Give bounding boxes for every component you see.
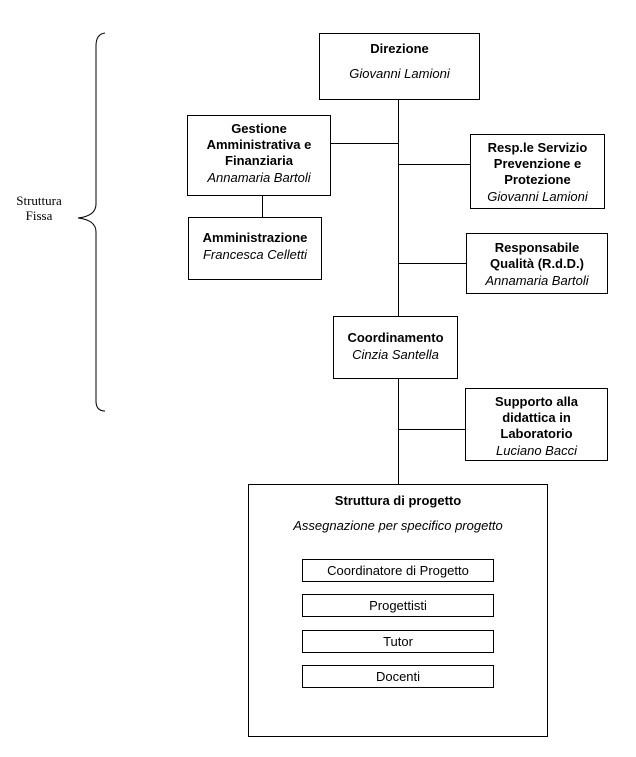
- org-box-struttura-di-progetto: Struttura di progetto Assegnazione per s…: [248, 484, 548, 737]
- org-box-direzione: Direzione Giovanni Lamioni: [319, 33, 480, 100]
- struttura-fissa-label: Struttura Fissa: [0, 193, 78, 223]
- box-title: Struttura di progetto: [334, 493, 462, 508]
- struttura-fissa-line1: Struttura: [16, 193, 62, 208]
- role-box-progettisti: Progettisti: [302, 594, 494, 617]
- org-box-amministrazione: Amministrazione Francesca Celletti: [188, 217, 322, 280]
- box-person: Annamaria Bartoli: [485, 273, 589, 288]
- org-box-servizio-prevenzione: Resp.le Servizio Prevenzione e Protezion…: [470, 134, 605, 209]
- role-box-tutor: Tutor: [302, 630, 494, 653]
- box-person: Francesca Celletti: [202, 247, 308, 262]
- box-subtitle: Assegnazione per specifico progetto: [293, 518, 503, 533]
- box-person: Giovanni Lamioni: [487, 189, 588, 204]
- box-person: Luciano Bacci: [496, 443, 577, 458]
- box-title: Supporto alla didattica in Laboratorio: [494, 394, 579, 441]
- box-person: Annamaria Bartoli: [207, 170, 311, 185]
- box-title: Resp.le Servizio Prevenzione e Protezion…: [487, 140, 588, 187]
- box-title: Direzione: [370, 41, 429, 56]
- box-person: Giovanni Lamioni: [349, 66, 450, 81]
- box-title: Gestione Amministrativa e Finanziaria: [206, 121, 312, 168]
- box-title: Amministrazione: [202, 230, 308, 245]
- box-title: Responsabile Qualità (R.d.D.): [490, 240, 584, 271]
- org-box-coordinamento: Coordinamento Cinzia Santella: [333, 316, 458, 379]
- role-box-coordinatore: Coordinatore di Progetto: [302, 559, 494, 582]
- curly-brace: [77, 32, 106, 412]
- box-person: Cinzia Santella: [352, 347, 439, 362]
- org-box-responsabile-qualita: Responsabile Qualità (R.d.D.) Annamaria …: [466, 233, 608, 294]
- org-box-supporto-didattica: Supporto alla didattica in Laboratorio L…: [465, 388, 608, 461]
- box-title: Coordinamento: [347, 330, 444, 345]
- org-box-gestione-amministrativa: Gestione Amministrativa e Finanziaria An…: [187, 115, 331, 196]
- role-box-docenti: Docenti: [302, 665, 494, 688]
- struttura-fissa-line2: Fissa: [25, 208, 53, 223]
